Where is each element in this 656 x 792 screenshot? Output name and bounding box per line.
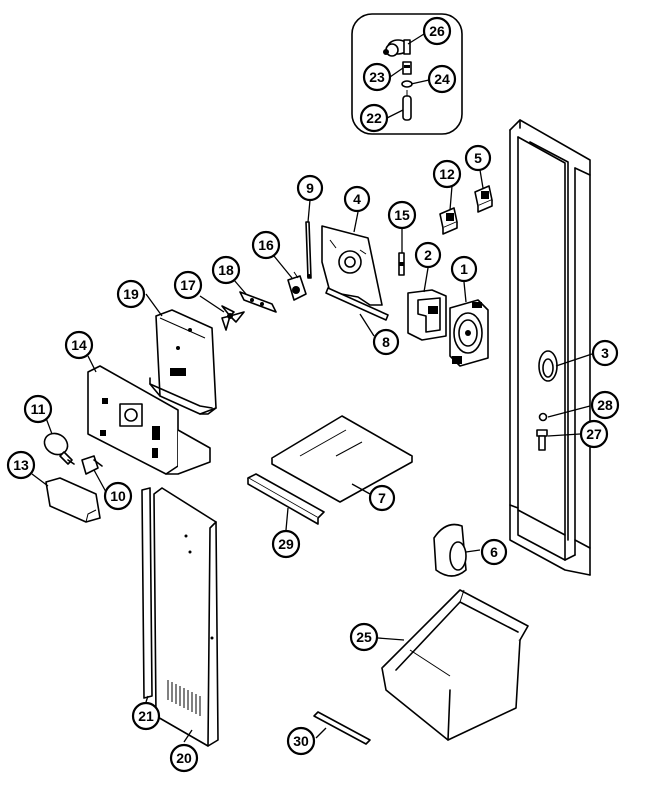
svg-text:24: 24 <box>434 71 450 87</box>
callout-16: 16 <box>251 230 281 260</box>
svg-text:17: 17 <box>180 277 196 293</box>
callout-9: 9 <box>296 174 324 202</box>
callout-12: 12 <box>432 159 462 189</box>
svg-text:2: 2 <box>424 247 432 263</box>
svg-text:4: 4 <box>353 191 361 207</box>
svg-text:14: 14 <box>71 337 87 353</box>
cover-part-6 <box>433 523 467 577</box>
light-cover-13 <box>45 477 101 523</box>
svg-text:26: 26 <box>429 23 445 39</box>
svg-text:23: 23 <box>369 69 385 85</box>
fan-blade-17 <box>221 305 245 331</box>
cabinet-frame <box>509 119 591 576</box>
storage-bin-25 <box>381 589 529 741</box>
callout-26: 26 <box>422 16 452 46</box>
svg-text:11: 11 <box>31 401 46 417</box>
callout-23: 23 <box>362 62 392 92</box>
svg-text:10: 10 <box>110 488 126 504</box>
svg-text:8: 8 <box>382 334 390 350</box>
svg-text:28: 28 <box>597 397 613 413</box>
callout-6: 6 <box>480 538 508 566</box>
fan-bracket-18 <box>239 291 277 313</box>
callout-30: 30 <box>286 726 316 756</box>
svg-text:22: 22 <box>366 110 382 126</box>
callout-10: 10 <box>103 481 133 511</box>
rod-part-30 <box>313 711 371 745</box>
panel-part-20 <box>153 487 219 747</box>
damper-part-1 <box>449 299 489 367</box>
bracket-part-2 <box>407 289 447 341</box>
callout-21: 21 <box>131 701 161 731</box>
callout-8: 8 <box>372 328 400 356</box>
svg-text:25: 25 <box>356 629 372 645</box>
callout-11: 11 <box>23 394 53 424</box>
svg-text:6: 6 <box>490 544 498 560</box>
svg-text:1: 1 <box>460 261 468 277</box>
callout-labels: 26 23 24 22 12 5 9 4 15 16 2 1 18 17 19 … <box>6 16 620 773</box>
svg-text:7: 7 <box>378 490 386 506</box>
part-15 <box>398 252 405 276</box>
light-socket-10 <box>81 455 103 475</box>
glass-shelf-7 <box>271 415 413 503</box>
callout-7: 7 <box>368 484 396 512</box>
callout-20: 20 <box>169 743 199 773</box>
strip-part-21 <box>141 487 153 699</box>
callout-15: 15 <box>387 200 417 230</box>
callout-3: 3 <box>591 339 619 367</box>
svg-text:21: 21 <box>138 708 154 724</box>
leader-lines <box>31 33 593 743</box>
evaporator-cover-19 <box>149 309 217 415</box>
callout-2: 2 <box>414 241 442 269</box>
svg-text:19: 19 <box>123 286 139 302</box>
switch-parts <box>439 185 493 235</box>
callout-29: 29 <box>271 529 301 559</box>
svg-text:16: 16 <box>258 237 274 253</box>
callout-27: 27 <box>579 419 609 449</box>
callout-13: 13 <box>6 450 36 480</box>
callout-14: 14 <box>64 330 94 360</box>
svg-text:20: 20 <box>176 750 192 766</box>
callout-28: 28 <box>590 390 620 420</box>
svg-text:9: 9 <box>306 180 314 196</box>
light-bulb-11 <box>43 432 75 465</box>
svg-text:18: 18 <box>218 262 234 278</box>
svg-text:29: 29 <box>278 536 294 552</box>
callout-5: 5 <box>464 144 492 172</box>
callout-4: 4 <box>343 185 371 213</box>
rod-part-9 <box>305 221 312 279</box>
callout-17: 17 <box>173 270 203 300</box>
svg-text:3: 3 <box>601 345 609 361</box>
svg-text:30: 30 <box>293 733 309 749</box>
callout-19: 19 <box>116 279 146 309</box>
part-16-thermostat <box>287 271 307 301</box>
panel-vents <box>167 680 201 716</box>
rear-panel-14 <box>87 365 211 475</box>
svg-text:5: 5 <box>474 150 482 166</box>
svg-text:27: 27 <box>586 426 602 442</box>
callout-18: 18 <box>211 255 241 285</box>
callout-1: 1 <box>450 255 478 283</box>
svg-text:15: 15 <box>394 207 410 223</box>
svg-text:13: 13 <box>13 457 29 473</box>
svg-text:12: 12 <box>439 166 455 182</box>
callout-22: 22 <box>359 103 389 133</box>
shelf-rail-29 <box>247 473 325 525</box>
callout-25: 25 <box>349 622 379 652</box>
control-plate-4 <box>321 225 389 321</box>
callout-24: 24 <box>427 64 457 94</box>
